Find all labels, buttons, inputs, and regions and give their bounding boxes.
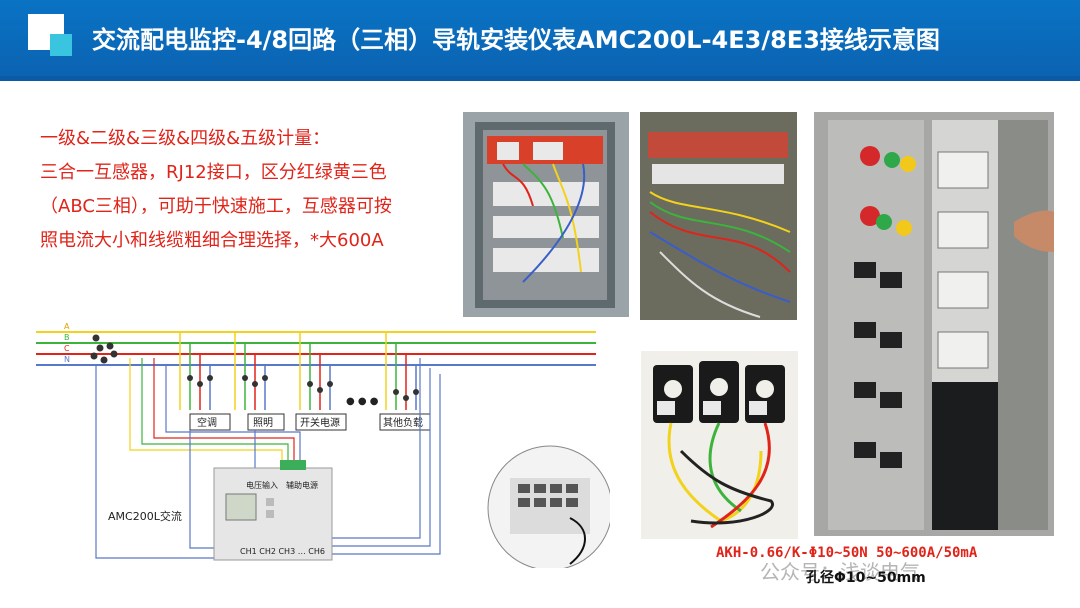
meter-channels-label: CH1 CH2 CH3 … CH6 (240, 547, 325, 556)
load-box-psu (295, 413, 347, 431)
description-line: 照电流大小和线缆粗细合理选择，*大600A (40, 230, 384, 251)
meter-voltage-input-label: 电压输入 (246, 480, 278, 490)
phase-label: N (64, 355, 70, 364)
description-block: 一级&二级&三级&四级&五级计量： 三合一互感器，RJ12接口，区分红绿黄三色 … (40, 122, 450, 258)
rj12-interface-inset (487, 445, 610, 568)
ct-spec-caption: AKH-0.66/K-Φ10~50N 50~600A/50mA (716, 545, 978, 561)
load-label-psu: 开关电源 (300, 416, 340, 429)
phase-label: C (64, 344, 70, 353)
branch-ct-icon (187, 375, 419, 401)
watermark: 公众号：浅谈电气 (760, 560, 920, 584)
wiring-diagram: A B C N ● ● ● 空调 照明 开关电源 其他负 (36, 322, 610, 568)
load-label-ac: 空调 (197, 416, 217, 429)
phase-label: B (64, 333, 70, 342)
description-line: （ABC三相），可助于快速施工，互感器可按 (40, 196, 392, 217)
current-transformers-photo (641, 351, 798, 539)
logo-accent-square-icon (50, 34, 72, 56)
phase-label: A (64, 322, 70, 331)
load-label-lighting: 照明 (253, 417, 273, 429)
panel-wiring-photo (640, 112, 797, 320)
description-line: 一级&二级&三级&四级&五级计量： (40, 128, 331, 149)
header-bar: 交流配电监控-4/8回路（三相）导轨安装仪表AMC200L-4E3/8E3接线示… (0, 0, 1080, 81)
description-line: 三合一互感器，RJ12接口，区分红绿黄三色 (40, 162, 387, 183)
load-box-lighting (247, 413, 285, 431)
amc200l-meter (213, 460, 333, 561)
load-label-other: 其他负载 (383, 416, 423, 429)
hole-size-caption: 孔径Φ10~50mm (806, 570, 926, 586)
cabinet-meters-photo (814, 112, 1054, 536)
ellipsis-dots: ● ● ● (346, 396, 379, 407)
load-box-ac (189, 413, 231, 431)
main-ct-icon (90, 334, 118, 364)
meter-model-label: AMC200L交流 (108, 509, 182, 523)
distribution-box-photo (463, 112, 629, 317)
meter-aux-power-label: 辅助电源 (286, 480, 318, 490)
header-divider (0, 76, 1080, 81)
page-title: 交流配电监控-4/8回路（三相）导轨安装仪表AMC200L-4E3/8E3接线示… (92, 26, 940, 54)
